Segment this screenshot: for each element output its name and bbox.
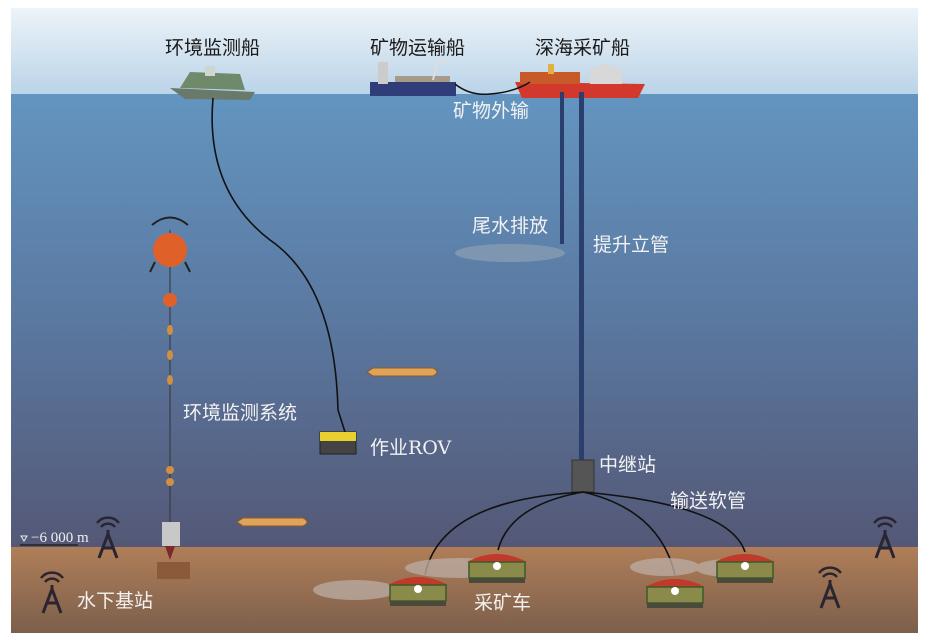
mining-vehicle	[466, 553, 528, 584]
ocean	[11, 94, 918, 548]
relay-station	[571, 459, 595, 493]
hose-label: 输送软管	[670, 490, 746, 512]
ore-transfer-label: 矿物外输	[453, 100, 529, 122]
relay-label: 中继站	[599, 454, 656, 476]
lifting-riser	[579, 92, 584, 464]
tailwater-pipe	[560, 92, 564, 244]
environment-monitoring-ship	[170, 66, 255, 100]
environment-monitoring-system	[149, 216, 191, 579]
rov-tether	[211, 97, 346, 433]
rov-label: 作业ROV	[370, 437, 452, 459]
work-rov	[319, 431, 357, 455]
depth-marker-icon	[20, 535, 28, 542]
env-system-label: 环境监测系统	[183, 402, 297, 424]
transport-ship-label: 矿物运输船	[370, 37, 465, 59]
tailwater-label: 尾水排放	[472, 215, 548, 237]
deep-sea-mining-ship	[515, 64, 645, 98]
ore-transfer-line	[454, 81, 531, 96]
auv	[366, 367, 438, 377]
mining-vehicle	[387, 576, 449, 607]
sky	[11, 8, 918, 96]
mining-vehicle	[714, 553, 776, 584]
collector-label: 采矿车	[474, 592, 531, 614]
base-station-label: 水下基站	[77, 590, 153, 612]
auv	[236, 517, 308, 527]
tailwater-plume	[455, 244, 565, 262]
depth-label: −6 000 m	[31, 530, 89, 546]
mining-ship-label: 深海采矿船	[535, 37, 630, 59]
riser-label: 提升立管	[593, 234, 669, 256]
mining-vehicle	[644, 578, 706, 609]
env-ship-label: 环境监测船	[165, 37, 260, 59]
ore-transport-ship	[370, 61, 456, 96]
